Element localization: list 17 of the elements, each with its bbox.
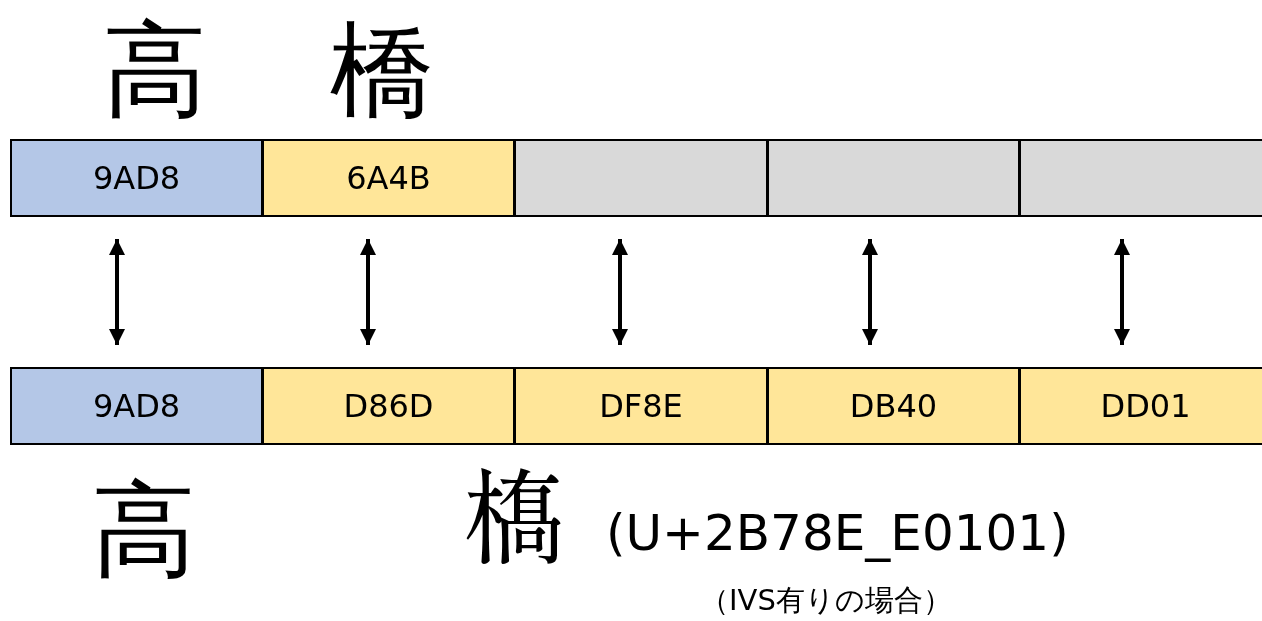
kanji-character: 𫞎󠄁 [462, 468, 566, 572]
code-unit-cell: 6A4B [262, 139, 515, 217]
kanji-character: 高 [103, 18, 207, 122]
code-unit-cell: 9AD8 [10, 139, 263, 217]
code-unit-cell: DB40 [767, 367, 1020, 445]
double-arrow [360, 239, 376, 345]
double-arrow [1114, 239, 1130, 345]
double-arrow [109, 239, 125, 345]
code-unit-cell: D86D [262, 367, 515, 445]
note-text: （IVS有りの場合） [700, 586, 952, 615]
kanji-character: 橋 [330, 18, 434, 122]
code-unit-cell: DD01 [1019, 367, 1262, 445]
code-unit-cell: DF8E [514, 367, 768, 445]
double-arrow [612, 239, 628, 345]
code-unit-cell: 9AD8 [10, 367, 263, 445]
double-arrow [862, 239, 878, 345]
kanji-character: 高 [92, 478, 196, 582]
